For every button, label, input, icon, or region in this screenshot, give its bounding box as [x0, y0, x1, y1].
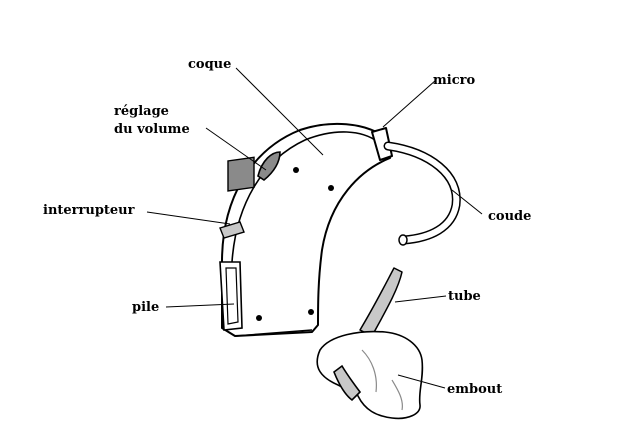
label-tube: tube: [448, 289, 481, 304]
leader-micro: [382, 79, 437, 128]
switch-lever: [219, 221, 245, 239]
leader-reglage: [205, 127, 267, 171]
label-coude: coude: [488, 209, 531, 224]
leader-embout: [397, 374, 446, 389]
leader-pile: [165, 303, 235, 308]
label-pile: pile: [132, 300, 159, 315]
earmould-body: [316, 330, 424, 420]
shell-outline: [221, 122, 391, 337]
shell-bottom: [235, 329, 313, 337]
shell-rim: [231, 131, 379, 263]
leader-coude: [451, 189, 483, 215]
label-embout: embout: [447, 382, 502, 397]
earmould-canal: [333, 364, 362, 402]
screw-dot: [308, 309, 314, 315]
earmould-shading: [361, 349, 403, 411]
leader-interrupteur: [146, 211, 231, 225]
label-reglage-line1: réglage: [114, 104, 169, 119]
micro-cap: [371, 127, 393, 161]
elbow-hook: [383, 141, 461, 246]
switch-plate: [227, 156, 255, 192]
leader-coque: [235, 67, 324, 156]
leader-lines: [146, 67, 483, 389]
volume-wheel: [257, 151, 281, 181]
screw-dot: [256, 315, 262, 321]
label-reglage-line2: du volume: [114, 122, 190, 137]
screw-dot: [328, 185, 334, 191]
earmould: [316, 330, 424, 420]
battery-door: [219, 261, 243, 331]
label-coque: coque: [188, 57, 231, 72]
switch: [219, 156, 255, 239]
label-micro: micro: [433, 73, 475, 88]
battery-door-inner: [225, 267, 239, 325]
screw-dot: [293, 167, 299, 173]
hearing-aid-shell: [221, 122, 393, 337]
label-interrupteur: interrupteur: [43, 203, 135, 218]
leader-tube: [394, 295, 447, 303]
